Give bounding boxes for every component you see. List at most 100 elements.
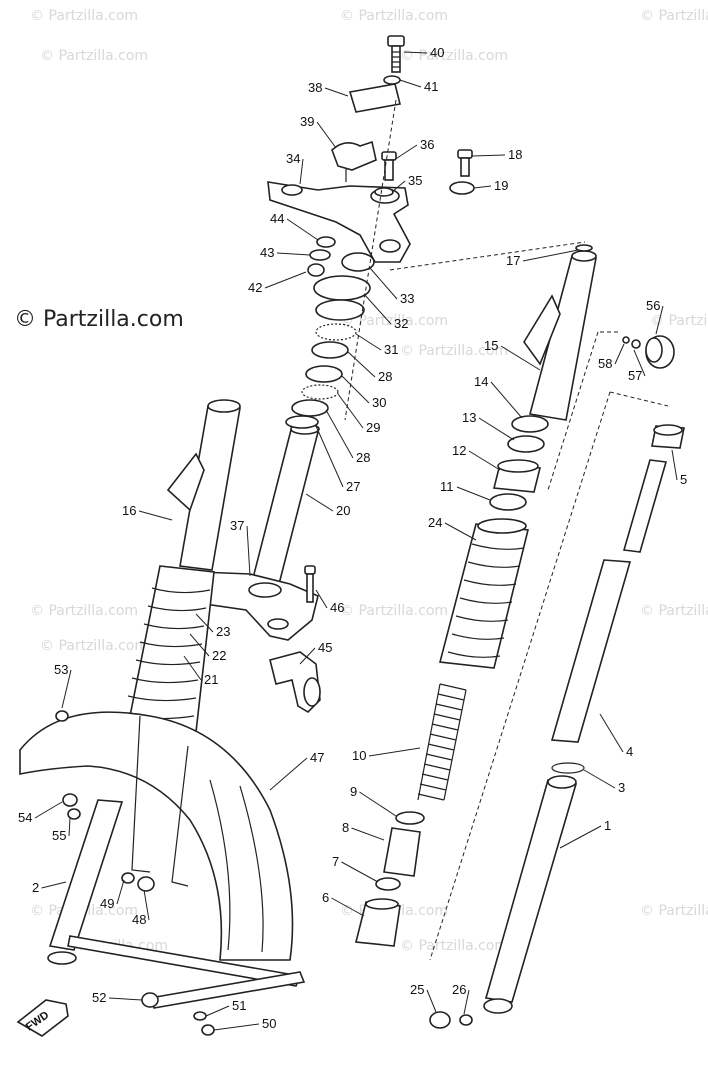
part-holder-lower-39 — [331, 140, 377, 171]
leader-line — [399, 79, 422, 88]
leader-line — [347, 351, 376, 378]
leader-line — [286, 218, 319, 241]
callout-number: 8 — [342, 820, 349, 835]
part-race-30 — [305, 365, 343, 383]
callout-12: 12 — [452, 443, 501, 471]
leader-line — [490, 381, 523, 419]
leader-line — [108, 997, 143, 1001]
callout-number: 53 — [54, 662, 68, 677]
callout-19: 19 — [473, 178, 508, 193]
callout-number: 40 — [430, 45, 444, 60]
callout-number: 44 — [270, 211, 284, 226]
callout-number: 24 — [428, 515, 442, 530]
callout-number: 3 — [618, 780, 625, 795]
part-25 — [429, 1011, 451, 1029]
callout-16: 16 — [122, 503, 173, 521]
callout-10: 10 — [352, 747, 421, 763]
leader-line — [559, 825, 602, 849]
callout-number: 48 — [132, 912, 146, 927]
callout-number: 35 — [408, 173, 422, 188]
leader-line — [316, 121, 337, 149]
callout-24: 24 — [428, 515, 477, 541]
leader-line — [269, 757, 308, 791]
callout-44: 44 — [270, 211, 319, 241]
callout-number: 25 — [410, 982, 424, 997]
leader-line — [444, 522, 477, 541]
fwd-direction-stamp: FWD — [16, 999, 69, 1037]
part-57 — [631, 339, 641, 349]
leader-line — [341, 375, 370, 404]
callout-number: 18 — [508, 147, 522, 162]
callout-6: 6 — [322, 890, 365, 917]
callout-number: 36 — [420, 137, 434, 152]
callout-56: 56 — [646, 298, 664, 335]
callout-number: 31 — [384, 342, 398, 357]
leader-line — [337, 393, 364, 429]
parts-drawing: FWD — [16, 35, 685, 1037]
leader-line — [315, 425, 344, 488]
part-cap-56 — [645, 335, 675, 369]
callout-51: 51 — [205, 998, 246, 1017]
callout-45: 45 — [299, 640, 332, 665]
leader-line — [473, 185, 492, 189]
callout-26: 26 — [452, 982, 470, 1015]
callout-number: 20 — [336, 503, 350, 518]
callout-number: 16 — [122, 503, 136, 518]
watermark-tile: © Partzilla.com — [400, 938, 508, 954]
callout-number: 52 — [92, 990, 106, 1005]
part-cover-32 — [313, 275, 371, 301]
callout-25: 25 — [410, 982, 437, 1013]
leader-line — [363, 293, 392, 325]
part-50 — [201, 1024, 215, 1036]
part-fender-brace — [67, 935, 302, 987]
callout-number: 49 — [100, 896, 114, 911]
watermark-tile: © Partzilla.com — [640, 8, 708, 24]
callout-2: 2 — [32, 880, 67, 895]
part-fork-bellow-left — [123, 565, 215, 733]
callout-36: 36 — [393, 137, 434, 161]
leader-line — [522, 249, 579, 262]
callout-number: 4 — [626, 744, 633, 759]
watermark-tile: © Partzilla.com — [340, 8, 448, 24]
leader-line — [68, 817, 71, 837]
part-bolt-40 — [387, 35, 405, 73]
part-fender-47 — [19, 711, 294, 961]
leader-line — [299, 647, 316, 665]
leader-line — [468, 450, 501, 471]
part-fork-tube-right-15 — [523, 250, 597, 421]
watermark-tile: © Partzilla.com — [40, 48, 148, 64]
callout-39: 39 — [300, 114, 337, 149]
callout-14: 14 — [474, 374, 523, 419]
callout-number: 54 — [18, 810, 32, 825]
leader-line — [500, 345, 541, 371]
callout-number: 43 — [260, 245, 274, 260]
callout-20: 20 — [305, 493, 350, 518]
callout-number: 22 — [212, 648, 226, 663]
part-steering-stem-20 — [251, 425, 319, 589]
watermark-tile: © Partzilla.com — [340, 603, 448, 619]
callout-number: 42 — [248, 280, 262, 295]
callout-33: 33 — [369, 267, 414, 306]
part-ring-nut-33 — [341, 252, 375, 272]
leader-line — [368, 747, 421, 757]
leader-line — [351, 827, 385, 841]
callout-number: 47 — [310, 750, 324, 765]
callout-28a: 28 — [347, 351, 392, 384]
callout-number: 33 — [400, 291, 414, 306]
watermark-tile: © Partzilla.com — [400, 343, 508, 359]
callout-58: 58 — [598, 343, 625, 371]
callout-7: 7 — [332, 854, 379, 883]
part-cap-17 — [575, 244, 593, 252]
callout-52: 52 — [92, 990, 143, 1005]
callout-13: 13 — [462, 410, 515, 441]
watermark-tile: © Partzilla.com — [30, 603, 138, 619]
callout-number: 12 — [452, 443, 466, 458]
leader-line — [369, 267, 398, 300]
part-race-28b — [291, 399, 329, 417]
callout-number: 55 — [52, 828, 66, 843]
callout-35: 35 — [391, 173, 422, 193]
callout-number: 2 — [32, 880, 39, 895]
callout-42: 42 — [248, 271, 307, 295]
callout-29: 29 — [337, 393, 380, 435]
